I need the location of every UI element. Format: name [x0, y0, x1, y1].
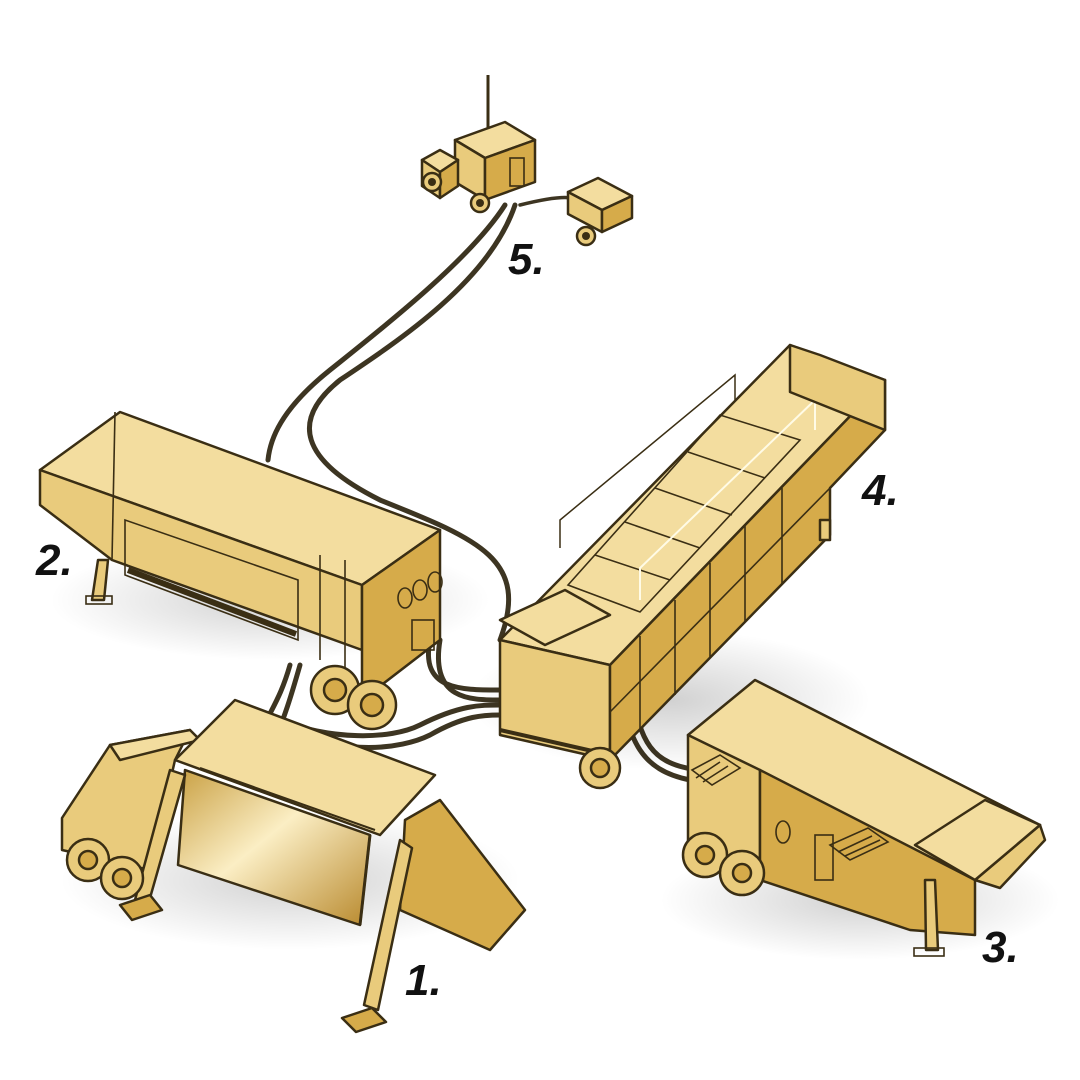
unit-4-label: 4.: [861, 466, 899, 515]
trailer-icon: [566, 176, 634, 247]
wheel-icon: [309, 664, 398, 731]
trailer-icon: [470, 343, 887, 790]
unit-5-label: 5.: [508, 235, 545, 284]
wheel-icon: [681, 831, 766, 897]
wheel-icon: [65, 837, 145, 901]
truck-icon: [420, 75, 537, 214]
unit-1-label: 1.: [405, 956, 442, 1005]
unit-3-label: 3.: [982, 923, 1019, 972]
trailer-icon: [660, 678, 1060, 960]
unit-2-label: 2.: [35, 536, 73, 585]
trailer-icon: [38, 410, 490, 731]
radar-antenna-icon: [60, 698, 527, 1034]
wheel-icon: [578, 746, 622, 790]
